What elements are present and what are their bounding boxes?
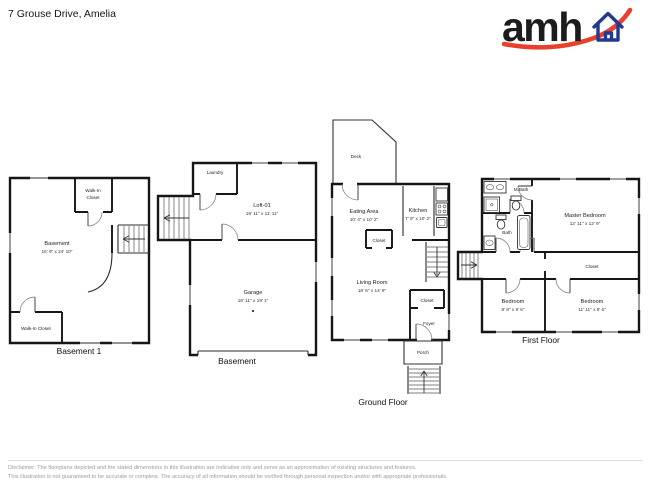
room-label-basement: Basement — [44, 241, 70, 247]
logo-house-icon — [592, 11, 624, 42]
basement1-stairs — [122, 226, 145, 252]
room-label-loft: Loft-01 — [253, 203, 270, 209]
basement-stairs — [163, 197, 190, 239]
property-address: 7 Grouse Drive, Amelia — [8, 8, 116, 20]
amh-logo: amh — [502, 6, 633, 50]
garage-door — [197, 350, 309, 357]
room-label-closet-center: Closet — [372, 238, 386, 243]
basement-interior-walls — [190, 163, 316, 241]
room-label-master-bedroom: Master Bedroom — [564, 213, 606, 219]
disclaimer: Disclaimer: The floorplans depicted and … — [8, 460, 642, 481]
room-label-laundry: Laundry — [207, 170, 224, 175]
porch-outline — [403, 340, 443, 365]
ground-doors — [341, 182, 433, 342]
basement1-interior-walls — [10, 178, 113, 343]
room-label-master-bath: M.Bath — [514, 187, 529, 192]
bath-fixtures — [483, 214, 531, 250]
room-label-porch: Porch — [417, 350, 429, 355]
basement1-exterior-walls — [8, 176, 151, 345]
floorplan-ground: Deck Eating Area 10' 4" x 10' 2" Kitchen… — [330, 119, 451, 407]
room-dim-kitchen: 7' 9" x 10' 2" — [405, 216, 431, 221]
room-label-foyer: Foyer — [423, 321, 435, 326]
logo-text: amh — [502, 6, 582, 50]
floorplan-basement: Laundry Loft-01 19' 11" x 11' 11" Garage… — [156, 161, 318, 366]
room-dim-garage: 19' 11" x 19' 1" — [238, 298, 269, 303]
room-label-kitchen: Kitchen — [409, 208, 428, 214]
room-label-closet-first: Closet — [585, 264, 599, 269]
kitchen-appliances — [435, 187, 448, 228]
room-label-walkin-closet-top-line2: Closet — [86, 195, 100, 200]
floorplan-basement-1: Walk-In Closet Basement 16' 9" x 24' 10"… — [8, 176, 151, 356]
room-label-walkin-closet-bottom: Walk-In Closet — [21, 326, 51, 331]
room-dim-bedroom-left: 8' 8" x 9' 6" — [501, 307, 524, 312]
room-dim-living-room: 18' 6" x 14' 9" — [358, 288, 387, 293]
first-stairs — [461, 253, 479, 278]
kitchen-counter — [402, 186, 435, 236]
room-dim-basement: 16' 9" x 24' 10" — [42, 249, 73, 254]
room-label-garage: Garage — [244, 290, 263, 296]
room-label-living-room: Living Room — [356, 280, 387, 286]
basement1-doors — [19, 211, 103, 313]
room-label-eating-area: Eating Area — [350, 209, 380, 215]
room-dim-eating-area: 10' 4" x 10' 2" — [350, 217, 379, 222]
room-dim-bedroom-right: 11' 11" x 9' 6" — [578, 307, 606, 312]
first-interior-walls — [482, 179, 639, 332]
ground-interior-walls — [365, 229, 449, 340]
floor-title-basement-1: Basement 1 — [57, 346, 102, 356]
master-bath-fixtures — [483, 181, 522, 213]
room-label-bedroom-left: Bedroom — [502, 299, 525, 305]
room-label-bedroom-right: Bedroom — [581, 299, 604, 305]
basement1-partitions — [87, 224, 149, 293]
room-dim-master-bedroom: 12' 11" x 12' 9" — [570, 221, 601, 226]
room-label-deck: Deck — [351, 154, 362, 159]
floorplan-first: M.Bath Bath Master Bedroom 12' 11" x 12'… — [456, 177, 641, 345]
basement-windows — [188, 161, 318, 305]
room-label-walkin-closet-top-line1: Walk-In — [85, 188, 101, 193]
room-dim-loft: 19' 11" x 11' 11" — [246, 211, 279, 216]
ground-stairs — [425, 242, 448, 282]
room-label-bath: Bath — [502, 230, 512, 235]
floor-title-first: First Floor — [522, 335, 560, 345]
ground-windows — [330, 198, 451, 342]
floor-title-basement: Basement — [218, 356, 256, 366]
first-windows — [494, 177, 641, 334]
floor-title-ground: Ground Floor — [358, 397, 408, 407]
garage-post-marker — [251, 309, 255, 313]
basement-doors — [199, 193, 239, 241]
disclaimer-line-1: Disclaimer: The floorplans depicted and … — [8, 465, 417, 472]
room-label-closet-foyer: Closet — [420, 298, 434, 303]
first-doors — [495, 185, 571, 294]
basement1-windows — [8, 176, 132, 345]
ground-exterior-walls — [330, 182, 451, 342]
deck-outline — [332, 119, 397, 185]
disclaimer-line-2: This illustration is not guaranteed to b… — [8, 473, 448, 480]
logo-swoosh — [502, 7, 633, 50]
entry-steps — [407, 366, 441, 394]
